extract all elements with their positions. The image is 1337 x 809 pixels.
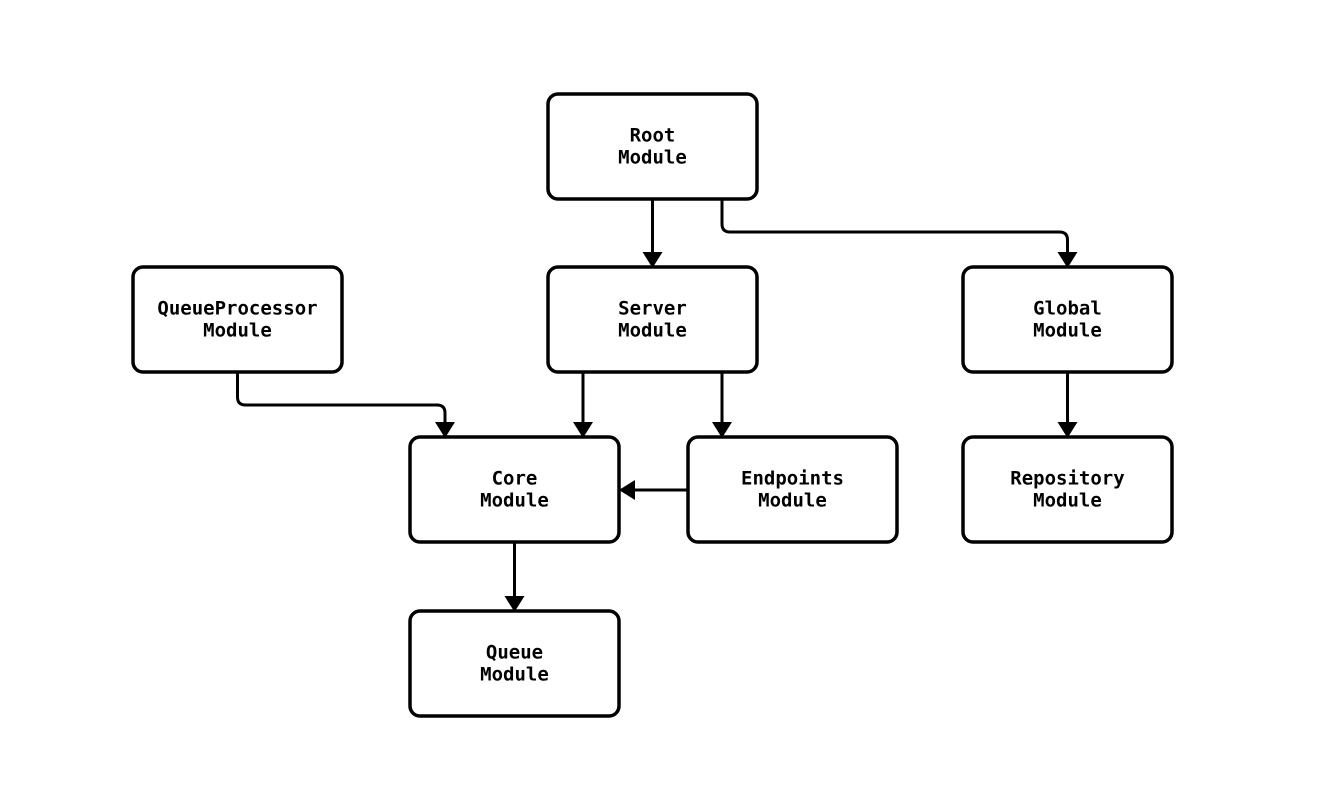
node-queueprocessor-module-label-line2: Module bbox=[203, 320, 272, 342]
node-queueprocessor-module-box bbox=[131, 265, 344, 374]
node-repository-module-label-line1: Repository bbox=[1010, 468, 1124, 490]
node-repository-module-box bbox=[961, 435, 1174, 544]
node-server-module: Server Module bbox=[546, 265, 759, 374]
node-global-module: Global Module bbox=[961, 265, 1174, 374]
node-endpoints-module: Endpoints Module bbox=[686, 435, 899, 544]
edges bbox=[236, 199, 1078, 612]
node-queue-module-label-line2: Module bbox=[480, 664, 549, 686]
node-endpoints-module-box bbox=[686, 435, 899, 544]
node-server-module-label-line2: Module bbox=[618, 320, 687, 342]
node-global-module-box bbox=[961, 265, 1174, 374]
node-root-module: Root Module bbox=[546, 92, 759, 201]
node-core-module-label-line1: Core bbox=[492, 468, 538, 490]
node-queue-module-label-line1: Queue bbox=[486, 642, 543, 664]
node-core-module-label-line2: Module bbox=[480, 490, 549, 512]
node-server-module-box bbox=[546, 265, 759, 374]
node-root-module-box bbox=[546, 92, 759, 201]
node-queue-module: Queue Module bbox=[408, 609, 621, 718]
node-global-module-label-line1: Global bbox=[1033, 298, 1102, 320]
node-endpoints-module-label-line2: Module bbox=[758, 490, 827, 512]
node-server-module-label-line1: Server bbox=[618, 298, 687, 320]
node-core-module-box bbox=[408, 435, 621, 544]
node-queueprocessor-module-label-line1: QueueProcessor bbox=[157, 298, 317, 320]
node-queue-module-box bbox=[408, 609, 621, 718]
node-root-module-label-line1: Root bbox=[630, 125, 676, 147]
node-repository-module-label-line2: Module bbox=[1033, 490, 1102, 512]
edge-queueprocessor-to-core bbox=[236, 372, 455, 438]
edge-root-to-global bbox=[720, 199, 1078, 268]
node-root-module-label-line2: Module bbox=[618, 147, 687, 169]
node-endpoints-module-label-line1: Endpoints bbox=[741, 468, 844, 490]
node-core-module: Core Module bbox=[408, 435, 621, 544]
node-repository-module: Repository Module bbox=[961, 435, 1174, 544]
node-queueprocessor-module: QueueProcessor Module bbox=[131, 265, 344, 374]
node-global-module-label-line2: Module bbox=[1033, 320, 1102, 342]
